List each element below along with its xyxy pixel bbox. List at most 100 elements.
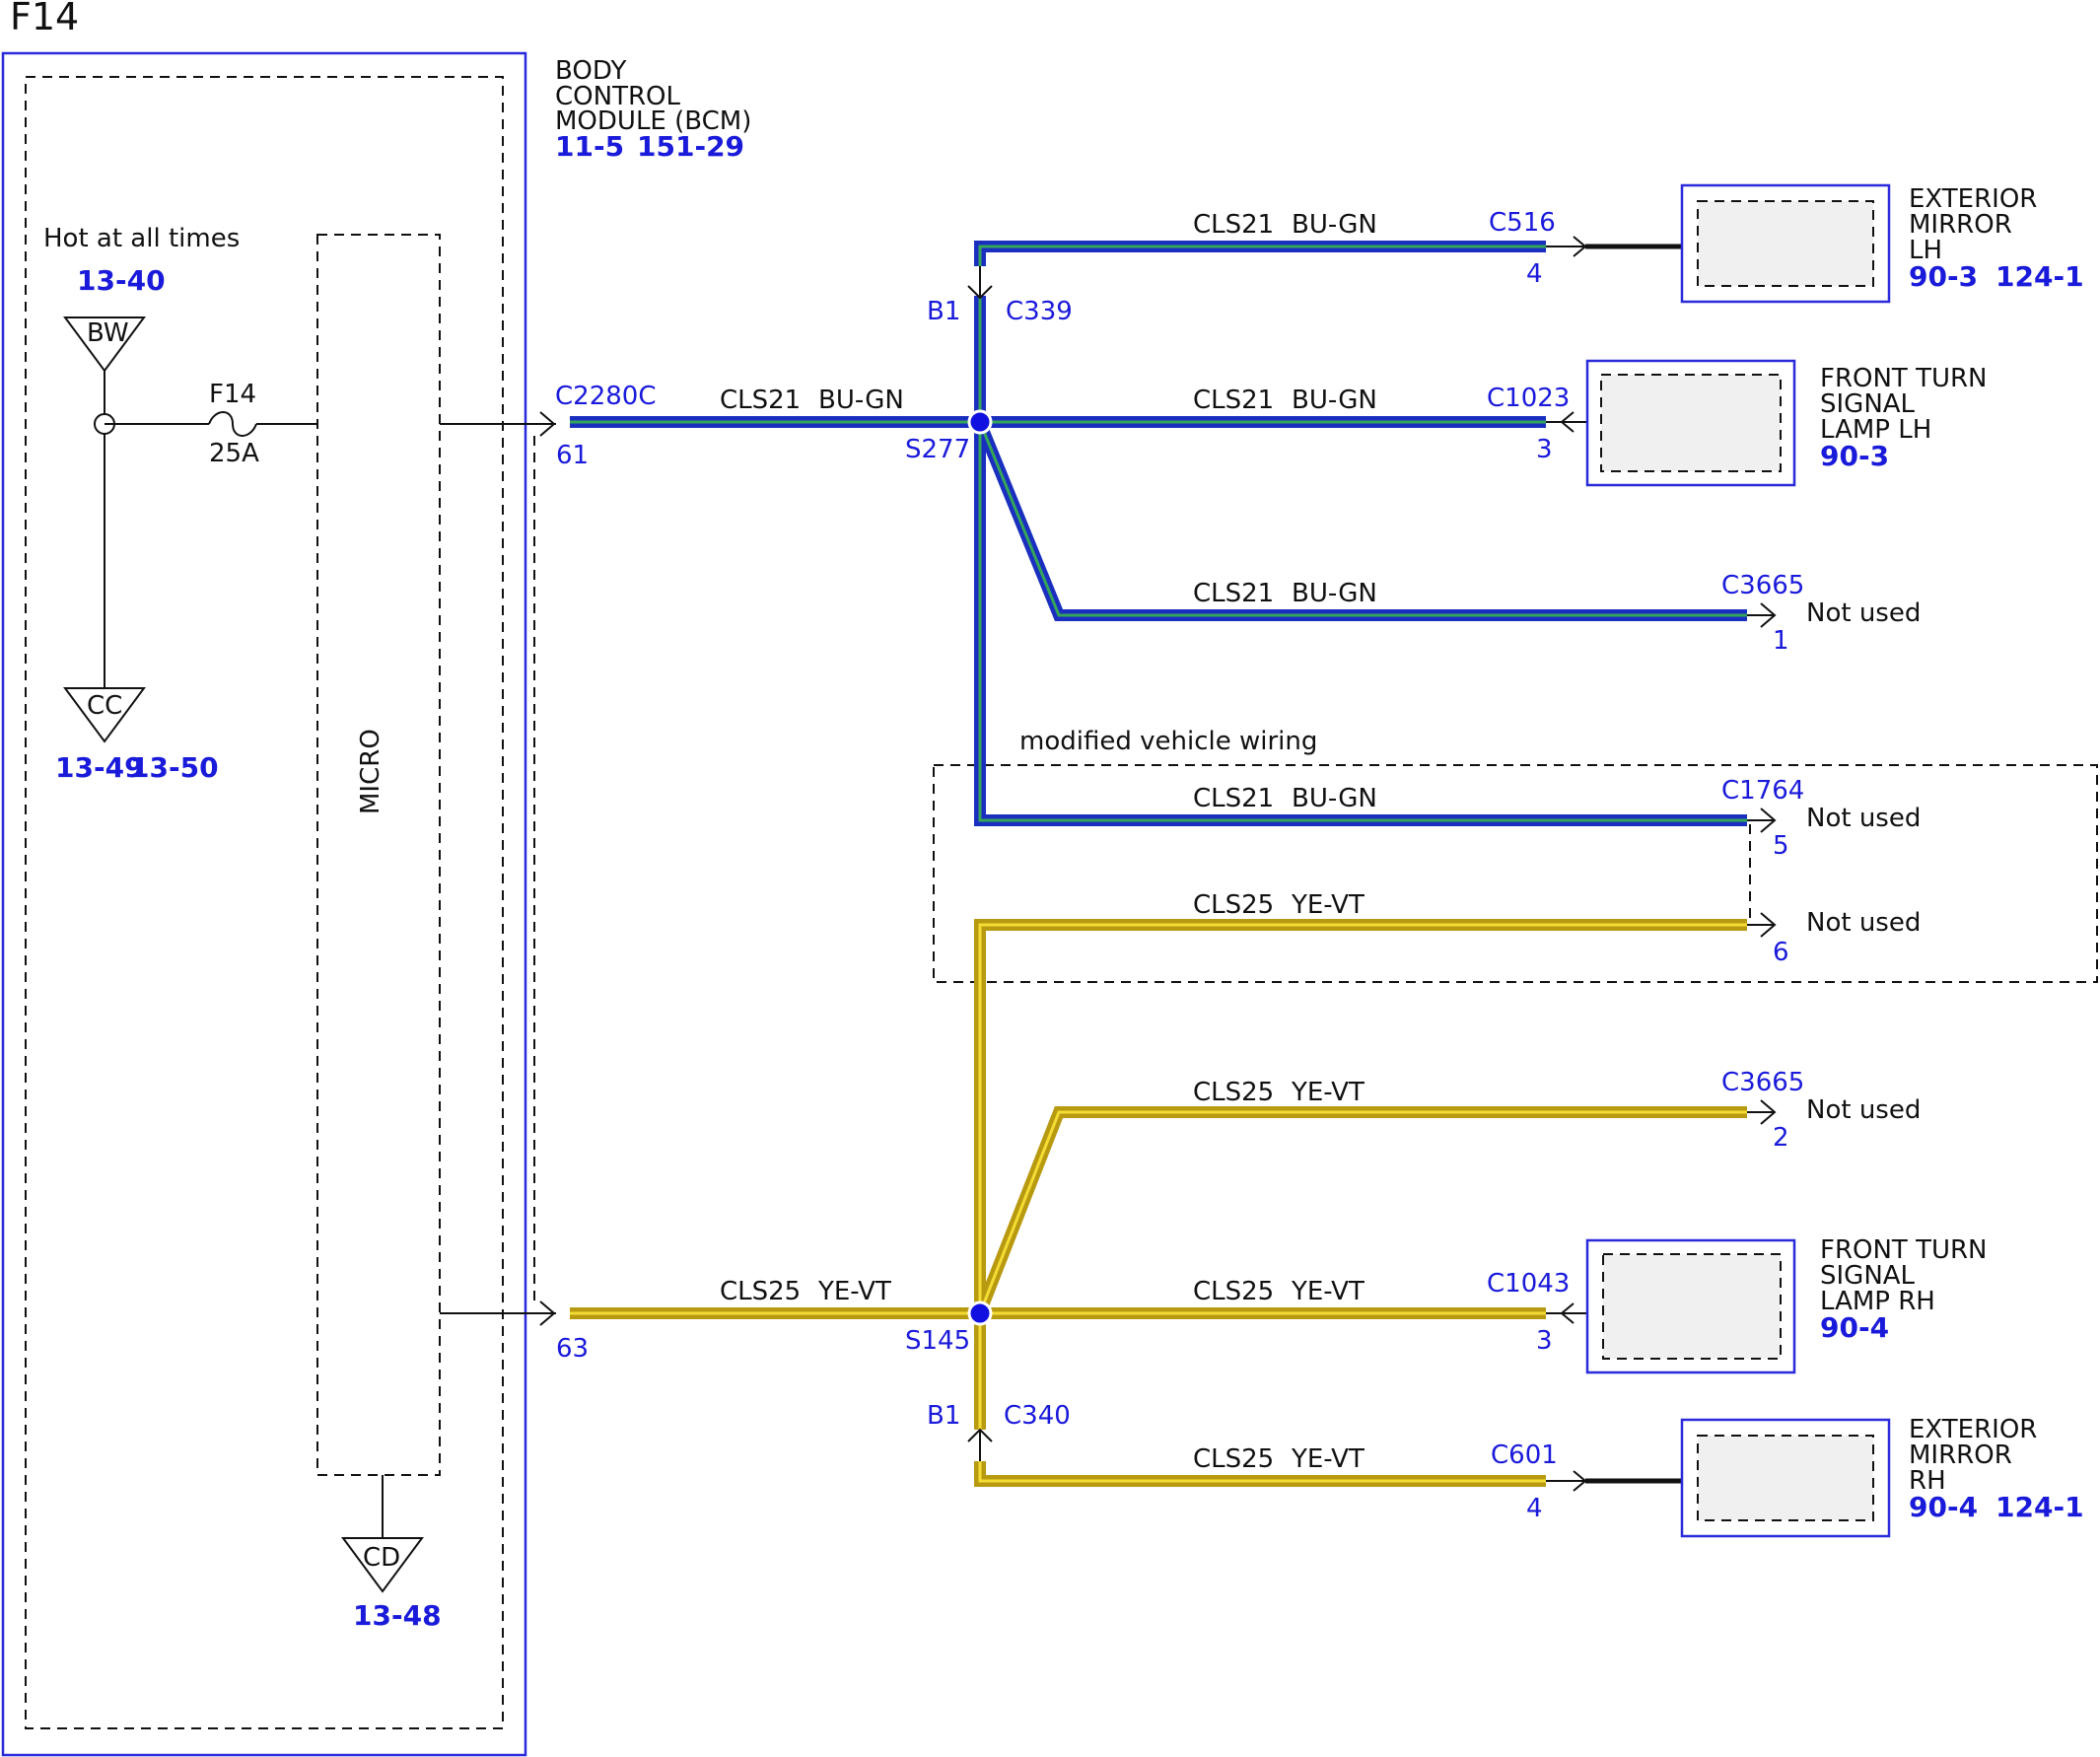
turn-rh-line-2: SIGNAL: [1820, 1261, 1916, 1291]
modified-wiring-box: [933, 764, 2098, 983]
not-used-label: Not used: [1806, 804, 1921, 833]
splice-s145-label: S145: [905, 1326, 970, 1356]
c3665-bottom-label: C3665: [1721, 1068, 1804, 1097]
c1043-label: C1043: [1487, 1269, 1570, 1299]
bcm-title-line-3: MODULE (BCM): [555, 106, 751, 136]
c1764-pin-6: 6: [1773, 938, 1789, 967]
wire-c340-to-c601-stripe: [978, 1461, 1546, 1483]
wire-label-color: YE-VT: [1291, 1444, 1365, 1474]
bcm-module-frame: [1, 51, 527, 1757]
wire-label-color: BU-GN: [1292, 386, 1377, 415]
c1043-pin: 3: [1536, 1326, 1553, 1356]
mirror-lh-line-2: MIRROR: [1909, 210, 2012, 240]
wire-c339-to-c516-stripe: [978, 245, 1546, 266]
not-used-label: Not used: [1806, 1095, 1921, 1125]
c601-label: C601: [1491, 1441, 1558, 1470]
exterior-mirror-lh-inner: [1697, 200, 1874, 287]
wire-label-circuit: CLS21: [1193, 210, 1274, 240]
c3665-top-label: C3665: [1721, 571, 1804, 600]
ye-vt-wire-group: [570, 919, 1747, 1487]
not-used-label: Not used: [1806, 598, 1921, 628]
mirror-rh-line-1: EXTERIOR: [1909, 1415, 2037, 1444]
wire-c339-to-c516: [974, 241, 1546, 266]
mirror-rh-ref-1[interactable]: 90-4: [1909, 1491, 1978, 1523]
c340-label: C340: [1004, 1401, 1071, 1431]
bcm-title: BODY CONTROL MODULE (BCM) 11-5 151-29: [555, 56, 751, 163]
hot-at-all-times-label: Hot at all times: [43, 224, 240, 253]
front-turn-lamp-lh-inner: [1600, 374, 1782, 472]
bu-gn-wire-group: [570, 241, 1747, 826]
c2280c-label: C2280C: [555, 382, 656, 411]
c340-pin-label: B1: [927, 1401, 960, 1431]
mirror-lh-line-1: EXTERIOR: [1909, 184, 2037, 214]
c1023-pin: 3: [1536, 435, 1553, 464]
wire-s145-to-c1764-6-stripe: [978, 923, 1747, 1313]
wire-label-circuit: CLS25: [1193, 1078, 1274, 1107]
front-turn-lamp-rh-inner: [1602, 1253, 1782, 1360]
cc-ref-1[interactable]: 13-49: [55, 751, 144, 784]
c3665-bottom-pin: 2: [1773, 1123, 1789, 1153]
fuse-symbol: [208, 411, 257, 437]
wire-label-color: BU-GN: [818, 386, 904, 415]
bcm-title-line-2: CONTROL: [555, 82, 680, 111]
splice-s277-dot[interactable]: [967, 409, 993, 435]
exterior-mirror-rh-inner: [1697, 1435, 1874, 1521]
wire-label-circuit: CLS21: [720, 386, 801, 415]
wire-label-color: BU-GN: [1292, 579, 1377, 608]
cd-ref[interactable]: 13-48: [353, 1599, 442, 1632]
modified-wiring-label: modified vehicle wiring: [1019, 727, 1317, 756]
page-title: F14: [10, 0, 79, 38]
wire-label-color: YE-VT: [817, 1277, 891, 1306]
c3665-top-pin: 1: [1773, 626, 1789, 656]
fuse-rating: 25A: [209, 439, 259, 468]
micro-label: MICRO: [356, 729, 385, 814]
turn-lh-line-2: SIGNAL: [1820, 389, 1916, 419]
wire-label-color: YE-VT: [1291, 890, 1365, 920]
c2280c-pin-63-arrow: [539, 1300, 556, 1326]
c1764-pin-5: 5: [1773, 831, 1789, 861]
mirror-rh-line-2: MIRROR: [1909, 1441, 2012, 1470]
wire-label-color: BU-GN: [1292, 210, 1377, 240]
wire-label-circuit: CLS21: [1193, 386, 1274, 415]
c2280c-pin-63: 63: [556, 1334, 589, 1364]
c1764-label: C1764: [1721, 776, 1804, 806]
turn-lh-ref[interactable]: 90-3: [1820, 440, 1889, 472]
c516-pin: 4: [1526, 259, 1543, 289]
fuse-name: F14: [209, 380, 256, 409]
wire-label-color: YE-VT: [1291, 1078, 1365, 1107]
wire-s145-to-c3665-2-stripe: [978, 1110, 1747, 1314]
bcm-inner-boundary: [25, 76, 504, 1729]
mirror-rh-line-3: RH: [1909, 1466, 1946, 1496]
not-used-label: Not used: [1806, 908, 1921, 938]
bw-ground-symbol: [63, 316, 146, 373]
c339-pin-label: B1: [927, 297, 960, 326]
c2280c-pin-61-arrow: [539, 411, 556, 437]
splice-s145-dot[interactable]: [967, 1300, 993, 1326]
c1023-label: C1023: [1487, 384, 1570, 413]
bcm-ref-2[interactable]: 151-29: [637, 130, 744, 163]
bcm-title-line-1: BODY: [555, 56, 626, 86]
cc-label: CC: [87, 691, 122, 721]
cc-ref-2[interactable]: 13-50: [130, 751, 219, 784]
c516-label: C516: [1489, 208, 1556, 238]
mirror-lh-line-3: LH: [1909, 236, 1942, 265]
c339-label: C339: [1006, 297, 1073, 326]
turn-rh-ref[interactable]: 90-4: [1820, 1311, 1889, 1344]
wire-s277-to-c1764-5-stripe: [978, 422, 1747, 822]
bw-ref[interactable]: 13-40: [77, 264, 166, 297]
micro-box: [316, 234, 441, 1476]
bw-label: BW: [87, 318, 129, 348]
wire-label-color: YE-VT: [1291, 1277, 1365, 1306]
bcm-ref-1[interactable]: 11-5: [555, 130, 624, 163]
wire-label-circuit: CLS21: [1193, 784, 1274, 813]
wire-label-circuit: CLS25: [1193, 1444, 1274, 1474]
cc-ground-symbol: [63, 687, 146, 743]
wire-label-circuit: CLS21: [1193, 579, 1274, 608]
splice-s277-label: S277: [905, 435, 970, 464]
mirror-rh-ref-2[interactable]: 124-1: [1995, 1491, 2084, 1523]
turn-lh-line-3: LAMP LH: [1820, 415, 1931, 445]
turn-rh-line-3: LAMP RH: [1820, 1287, 1935, 1316]
mirror-lh-ref-1[interactable]: 90-3: [1909, 260, 1978, 293]
mirror-lh-ref-2[interactable]: 124-1: [1995, 260, 2084, 293]
